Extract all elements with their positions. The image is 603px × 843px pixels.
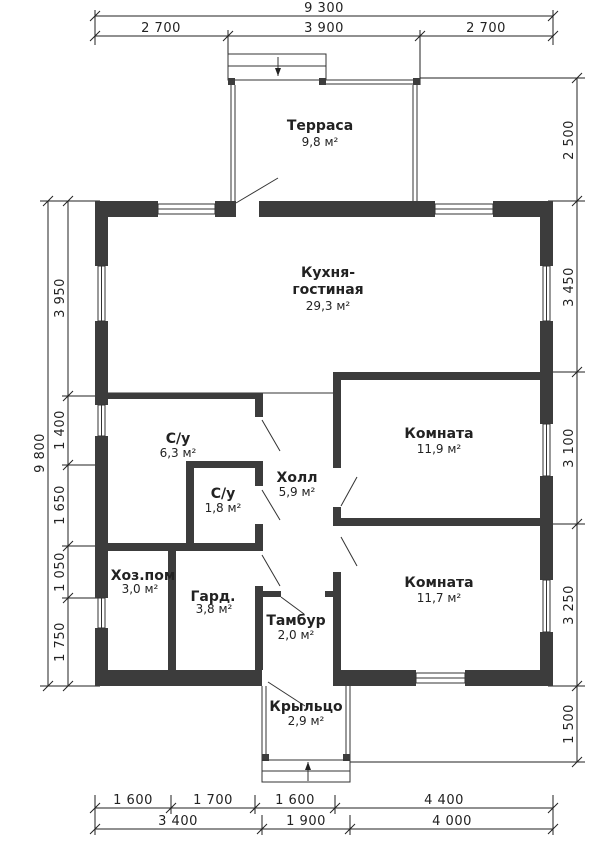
- room-area-bedroom-1: 11,9 м²: [417, 442, 462, 456]
- room-name-bedroom-1: Комната: [404, 426, 473, 442]
- room-area-kitchen-living: 29,3 м²: [306, 299, 351, 313]
- dim-right-seg-2: 3 450: [562, 267, 577, 307]
- room-name-utility: Хоз.пом: [111, 568, 176, 584]
- room-area-wardrobe: 3,8 м²: [196, 602, 233, 616]
- dim-bottom-r2-seg-3: 4 000: [432, 814, 472, 829]
- room-area-utility: 3,0 м²: [122, 582, 159, 596]
- dim-top-seg-2: 3 900: [304, 21, 344, 36]
- room-area-hall: 5,9 м²: [279, 485, 316, 499]
- room-area-porch: 2,9 м²: [288, 714, 325, 728]
- dim-left-seg-2: 1 400: [53, 410, 68, 450]
- exterior-walls: [95, 201, 553, 686]
- dim-right-seg-1: 2 500: [562, 120, 577, 160]
- top-dimensions: 9 300 2 700 3 900 2 700: [89, 1, 559, 85]
- room-name-vestibule: Тамбур: [266, 613, 325, 629]
- room-name-terrace: Терраса: [287, 118, 353, 134]
- room-wardrobe: Гард. 3,8 м²: [190, 589, 235, 616]
- room-name-bathroom-2: С/у: [211, 486, 236, 502]
- bottom-dimensions: 1 600 1 700 1 600 4 400 3 400 1 900 4 00…: [89, 793, 559, 835]
- door-swings: [261, 419, 358, 615]
- room-kitchen-living: Кухня- гостиная 29,3 м²: [292, 265, 363, 313]
- room-name-porch: Крыльцо: [269, 699, 343, 715]
- room-area-bedroom-2: 11,7 м²: [417, 591, 462, 605]
- room-area-terrace: 9,8 м²: [302, 135, 339, 149]
- room-bathroom-1: С/у 6,3 м²: [160, 431, 197, 460]
- room-vestibule: Тамбур 2,0 м²: [266, 613, 325, 642]
- entry-arrow-icon: [275, 68, 281, 76]
- room-terrace: Терраса 9,8 м²: [287, 118, 353, 149]
- room-name-bathroom-1: С/у: [166, 431, 191, 447]
- dim-bottom-r1-seg-1: 1 600: [113, 793, 153, 808]
- room-porch: Крыльцо 2,9 м²: [269, 699, 343, 728]
- dim-left-seg-1: 3 950: [53, 278, 68, 318]
- room-name-bedroom-2: Комната: [404, 575, 473, 591]
- dim-bottom-r2-seg-2: 1 900: [286, 814, 326, 829]
- left-dimensions: 9 800 3 950 1 400 1 650 1 050 1 750: [33, 195, 100, 692]
- dim-bottom-r1-seg-3: 1 600: [275, 793, 315, 808]
- room-bathroom-2: С/у 1,8 м²: [205, 486, 242, 515]
- dim-bottom-r2-seg-1: 3 400: [158, 814, 198, 829]
- terrace-outline: [227, 53, 420, 204]
- dim-right-seg-4: 3 250: [562, 585, 577, 625]
- dim-right-seg-5: 1 500: [562, 704, 577, 744]
- dim-right-seg-3: 3 100: [562, 428, 577, 468]
- dim-top-seg-3: 2 700: [466, 21, 506, 36]
- room-hall: Холл 5,9 м²: [277, 470, 318, 499]
- room-name-kitchen-living: Кухня-: [301, 265, 355, 281]
- porch-arrow-icon: [305, 762, 311, 770]
- interior-walls: [108, 372, 540, 670]
- dim-left-seg-5: 1 750: [53, 622, 68, 662]
- porch-outline: [261, 681, 351, 783]
- room-area-bathroom-2: 1,8 м²: [205, 501, 242, 515]
- dim-bottom-r1-seg-4: 4 400: [424, 793, 464, 808]
- room-bedroom-1: Комната 11,9 м²: [404, 426, 473, 456]
- windows: [97, 203, 551, 684]
- dim-top-seg-1: 2 700: [141, 21, 181, 36]
- room-area-bathroom-1: 6,3 м²: [160, 446, 197, 460]
- room-bedroom-2: Комната 11,7 м²: [404, 575, 473, 605]
- room-name-wardrobe: Гард.: [190, 589, 235, 605]
- room-name-kitchen-living-2: гостиная: [292, 282, 363, 298]
- dim-left-seg-4: 1 050: [53, 552, 68, 592]
- dim-left-seg-3: 1 650: [53, 485, 68, 525]
- dim-left-total: 9 800: [33, 433, 48, 473]
- room-name-hall: Холл: [277, 470, 318, 486]
- dim-bottom-r1-seg-2: 1 700: [193, 793, 233, 808]
- room-area-vestibule: 2,0 м²: [278, 628, 315, 642]
- dim-top-total: 9 300: [304, 1, 344, 16]
- right-dimensions: 2 500 3 450 3 100 3 250 1 500: [350, 72, 585, 768]
- room-utility: Хоз.пом 3,0 м²: [111, 568, 176, 596]
